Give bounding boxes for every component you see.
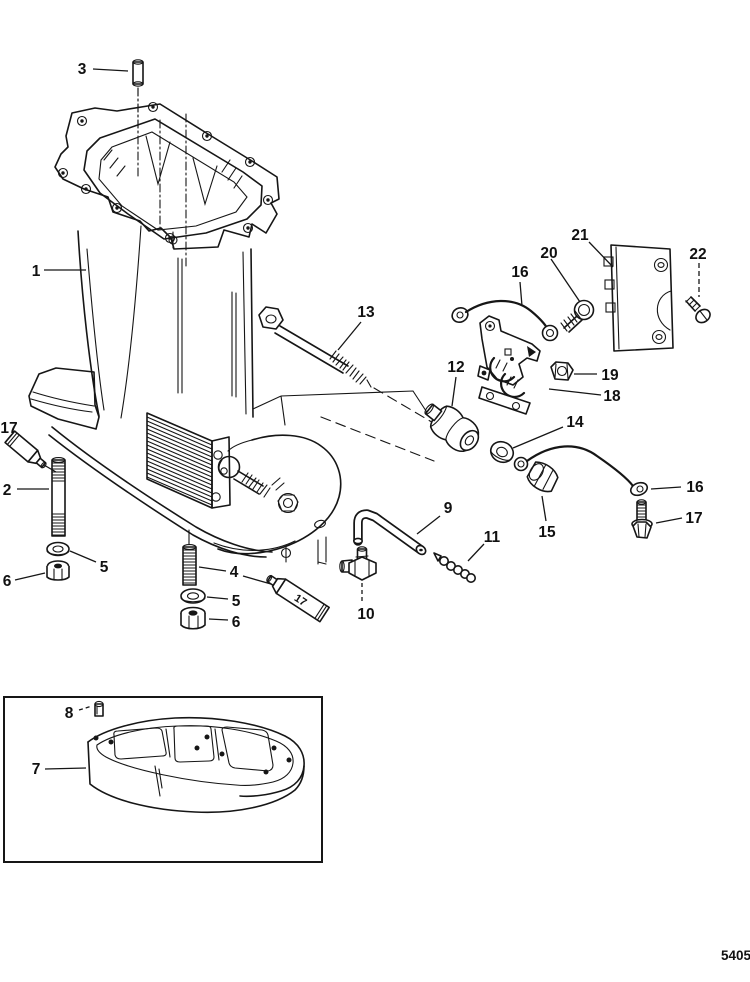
callout-6-right: 6 [232, 614, 241, 631]
dowel-pin [132, 59, 144, 133]
plate-center-mark [280, 544, 292, 563]
bolt-17 [631, 499, 653, 539]
callout-1: 1 [32, 263, 41, 280]
anti-ventilation-plate [213, 434, 342, 565]
drawing-number: 5405 [721, 948, 750, 963]
screw-22 [685, 296, 711, 324]
driveshaft-housing-drawing [28, 87, 453, 565]
callout-11: 11 [484, 529, 501, 546]
extension-collar-7 [87, 716, 305, 814]
plate-nut [277, 492, 299, 514]
callout-22: 22 [689, 246, 706, 263]
callout-15: 15 [538, 524, 556, 541]
nut-6-right [180, 606, 206, 630]
rubber-mount-12 [424, 403, 480, 452]
callout-5-left: 5 [100, 559, 109, 576]
nut-19 [550, 361, 574, 381]
callout-16-upper: 16 [511, 264, 529, 281]
callout-4: 4 [230, 564, 239, 581]
bolt-13 [258, 306, 372, 388]
grate-rear-flange [211, 436, 231, 509]
water-intake-grate [146, 412, 213, 509]
callout-21: 21 [571, 227, 589, 244]
rear-stud [217, 455, 285, 498]
callout-17-bolt: 17 [685, 510, 702, 527]
extension-collar-box [3, 696, 323, 863]
callout-13: 13 [357, 304, 375, 321]
bracket-plate-21 [603, 244, 674, 352]
sealant-tube-upper [4, 430, 47, 469]
registration-mark [168, 231, 178, 249]
stud-4 [182, 529, 197, 586]
bolt-20 [560, 299, 595, 333]
leader-lines [14, 68, 700, 770]
callout-6-left: 6 [3, 573, 12, 590]
callout-17-tube: 17 [0, 420, 17, 437]
stud-2 [51, 457, 66, 537]
barb-fitting-11 [433, 552, 476, 583]
callout-10: 10 [357, 606, 374, 623]
callout-7: 7 [32, 761, 41, 778]
sealant-tube-lower: 17 [266, 574, 330, 623]
callout-16-lower: 16 [686, 479, 704, 496]
callout-3: 3 [78, 61, 87, 78]
callout-14: 14 [566, 414, 584, 431]
elbow-fitting-10 [339, 546, 377, 581]
callout-8: 8 [65, 705, 74, 722]
leading-edge-fin [28, 367, 100, 430]
cap-15 [526, 461, 559, 493]
tube-label-17: 17 [292, 592, 309, 609]
washer-14 [489, 440, 515, 464]
washer-5-right [180, 588, 206, 604]
mount-bracket-and-clamp [477, 315, 541, 415]
callout-2: 2 [3, 482, 12, 499]
ground-wire-lower [513, 445, 649, 497]
callout-20: 20 [540, 245, 557, 262]
nut-6-left [46, 560, 70, 581]
water-hose-9 [352, 509, 427, 556]
callout-9: 9 [444, 500, 453, 517]
ground-wire-upper [451, 299, 559, 342]
callout-18: 18 [603, 388, 621, 405]
plug-8 [94, 700, 104, 717]
washer-5-left [46, 541, 70, 557]
callout-19: 19 [601, 367, 619, 384]
callout-12: 12 [447, 359, 464, 376]
callout-5-right: 5 [232, 593, 241, 610]
flange-bolt-holes [57, 101, 274, 244]
callout-labels: 3 1 13 16 20 21 22 19 18 12 14 15 16 17 … [0, 61, 706, 778]
